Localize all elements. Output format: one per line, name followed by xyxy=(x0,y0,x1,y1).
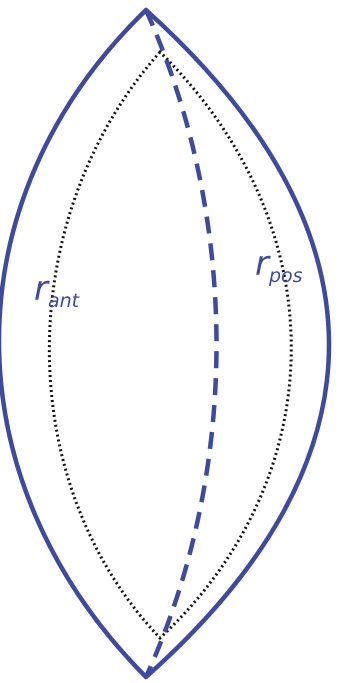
dashed-meridian-curve xyxy=(143,9,219,678)
label-r-ant-main: r xyxy=(34,269,50,309)
inner-dotted-outline xyxy=(47,49,293,641)
label-r-ant-sub: ant xyxy=(48,290,81,312)
label-r-pos-sub: pos xyxy=(268,265,303,287)
label-r-ant: rant xyxy=(34,269,81,312)
label-r-pos: rpos xyxy=(255,244,303,287)
outer-lens-outline xyxy=(0,7,332,680)
label-r-pos-main: r xyxy=(255,244,271,284)
